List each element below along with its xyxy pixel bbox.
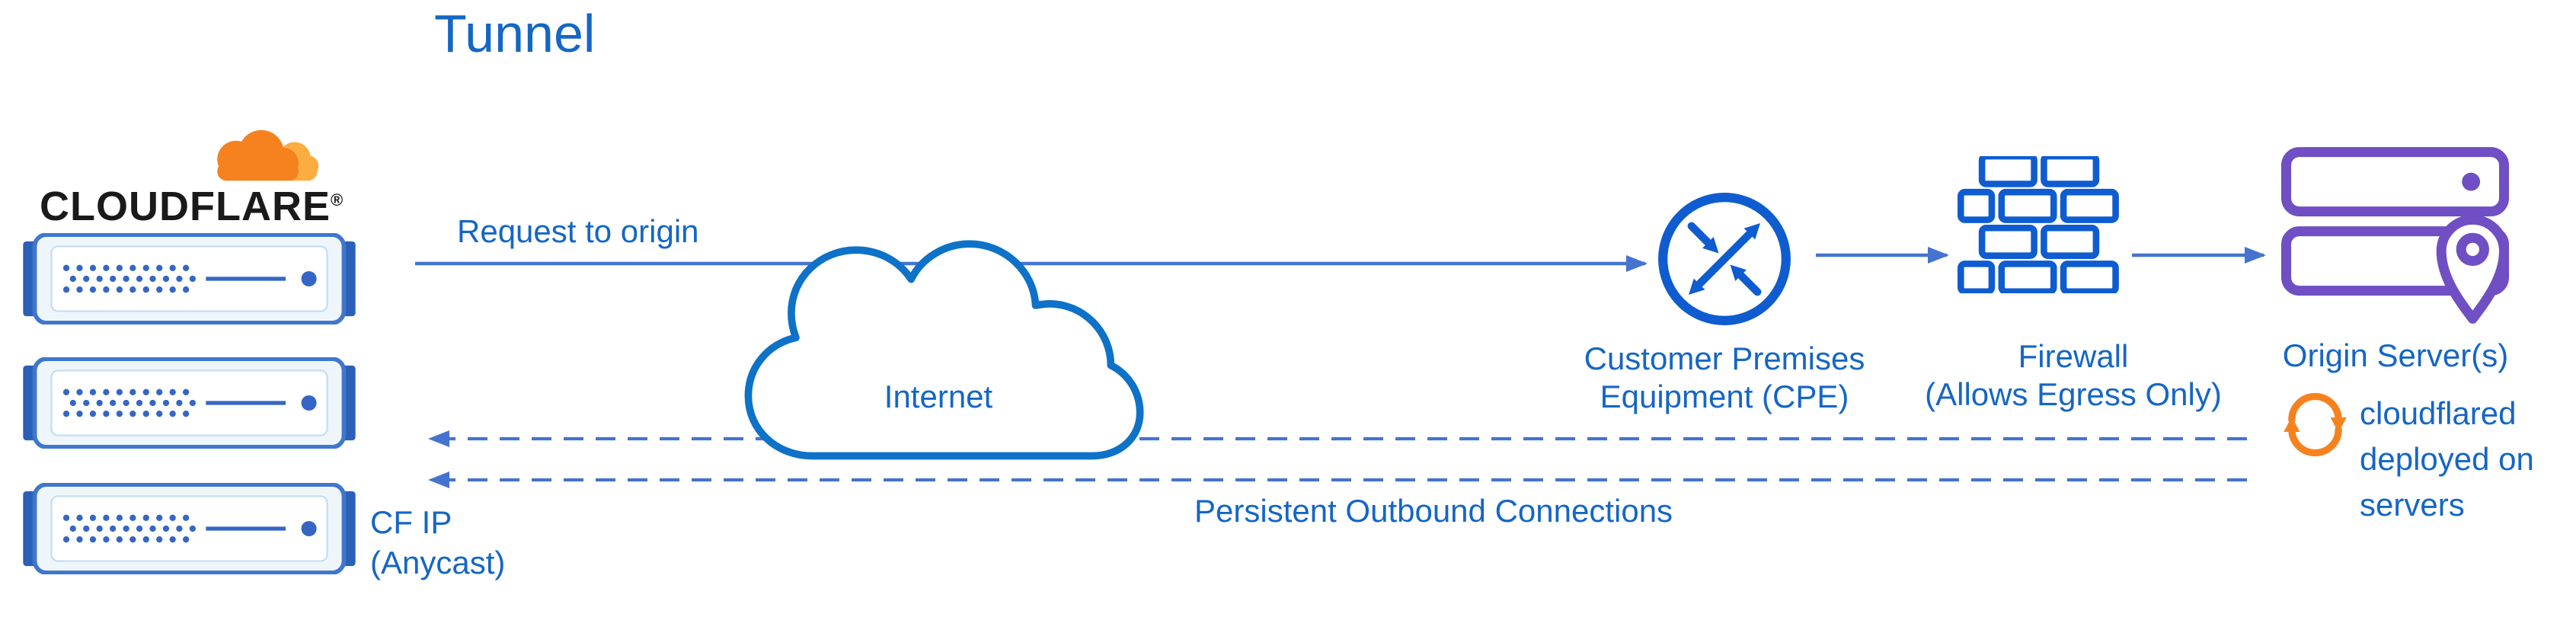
- edge-server-icon: [23, 233, 356, 324]
- internet-cloud-icon: [744, 240, 1144, 460]
- firewall-label: Firewall (Allows Egress Only): [1875, 337, 2271, 414]
- registered-mark: ®: [330, 190, 344, 209]
- cloudflared-label-line3: servers: [2360, 487, 2465, 523]
- firewall-label-line2: (Allows Egress Only): [1925, 376, 2222, 413]
- diagram-title: Tunnel: [434, 4, 596, 63]
- internet-label: Internet: [884, 379, 993, 414]
- cf-ip-label: CF IP (Anycast): [370, 503, 505, 583]
- cf-ip-label-line2: (Anycast): [370, 544, 506, 580]
- origin-server-label: Origin Server(s): [2282, 337, 2509, 373]
- edge-server-icon: [23, 357, 356, 449]
- cpe-router-icon: [1658, 193, 1791, 325]
- cpe-label: Customer Premises Equipment (CPE): [1511, 340, 1938, 417]
- firewall-icon: [1958, 156, 2119, 293]
- firewall-label-line1: Firewall: [2018, 338, 2129, 374]
- cloudflared-label-line2: deployed on: [2360, 441, 2534, 478]
- edge-server-icon: [23, 483, 356, 574]
- cf-ip-label-line1: CF IP: [370, 504, 452, 540]
- cloudflare-wordmark-text: CLOUDFLARE: [40, 184, 331, 229]
- cpe-label-line2: Equipment (CPE): [1600, 379, 1849, 415]
- request-to-origin-label: Request to origin: [457, 213, 699, 249]
- origin-server-icon: [2281, 147, 2509, 324]
- persistent-outbound-label: Persistent Outbound Connections: [1194, 493, 1673, 529]
- cloudflare-cloud-icon: [217, 129, 319, 181]
- cpe-label-line1: Customer Premises: [1584, 340, 1865, 376]
- cloudflared-sync-icon: [2284, 392, 2347, 457]
- cloudflared-label-line1: cloudflared: [2360, 395, 2517, 431]
- cloudflared-label: cloudflared deployed on servers: [2360, 391, 2534, 528]
- cloudflare-wordmark: CLOUDFLARE®: [40, 183, 344, 230]
